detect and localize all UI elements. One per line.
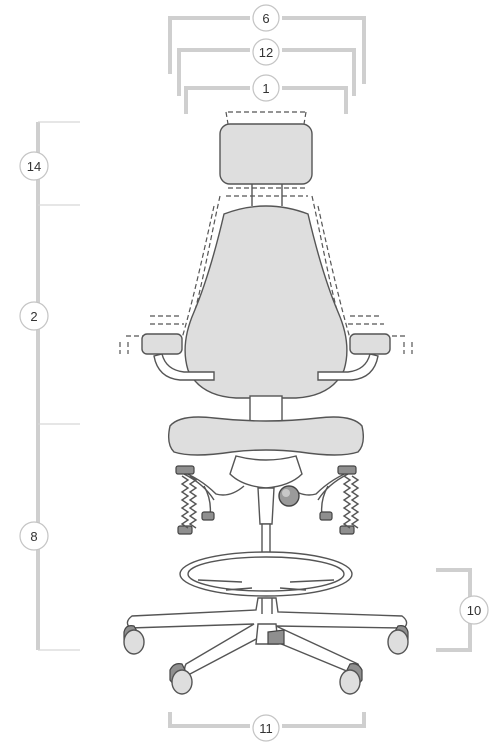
label-footring-height: 10 bbox=[459, 595, 489, 625]
spring-left bbox=[180, 475, 190, 529]
dimension-top-outer bbox=[168, 16, 366, 84]
backrest bbox=[184, 205, 348, 399]
footring bbox=[179, 551, 353, 597]
label-seat-height: 8 bbox=[19, 521, 49, 551]
caster-wheel-icon bbox=[123, 625, 145, 655]
dimension-top-middle bbox=[177, 48, 356, 96]
caster-wheel-icon bbox=[169, 663, 193, 695]
label-top-width-middle: 12 bbox=[252, 38, 280, 66]
dimension-left-vertical bbox=[36, 121, 80, 651]
label-top-width-inner: 1 bbox=[252, 74, 280, 102]
svg-text:6: 6 bbox=[262, 11, 269, 26]
svg-text:1: 1 bbox=[262, 81, 269, 96]
chair-illustration bbox=[119, 111, 413, 695]
label-top-width-outer: 6 bbox=[252, 4, 280, 32]
dimension-base-width bbox=[168, 712, 366, 728]
label-backrest-height: 2 bbox=[19, 301, 49, 331]
svg-text:12: 12 bbox=[259, 45, 273, 60]
caster-wheel-icon bbox=[387, 625, 409, 655]
armrest-left bbox=[141, 333, 183, 355]
caster-wheel-icon bbox=[339, 663, 363, 695]
svg-text:14: 14 bbox=[27, 159, 41, 174]
svg-text:10: 10 bbox=[467, 603, 481, 618]
armrest-support-left bbox=[153, 353, 215, 381]
caster-wheel-icon bbox=[267, 629, 285, 645]
adjustment-knob-icon bbox=[278, 485, 300, 507]
spring-right bbox=[342, 475, 352, 529]
svg-text:11: 11 bbox=[259, 721, 273, 736]
star-base bbox=[126, 597, 408, 675]
label-headrest-height: 14 bbox=[19, 151, 49, 181]
seat bbox=[167, 416, 365, 456]
armrest-support-right bbox=[317, 353, 379, 381]
gas-lift-upper bbox=[257, 487, 275, 525]
dimension-top-inner bbox=[184, 86, 348, 114]
armrest-right bbox=[349, 333, 391, 355]
headrest-adjust-outline bbox=[225, 111, 307, 125]
headrest bbox=[219, 123, 313, 185]
seat-mechanism bbox=[229, 455, 303, 489]
svg-text:8: 8 bbox=[30, 529, 37, 544]
label-base-width: 11 bbox=[252, 714, 280, 742]
svg-text:2: 2 bbox=[30, 309, 37, 324]
